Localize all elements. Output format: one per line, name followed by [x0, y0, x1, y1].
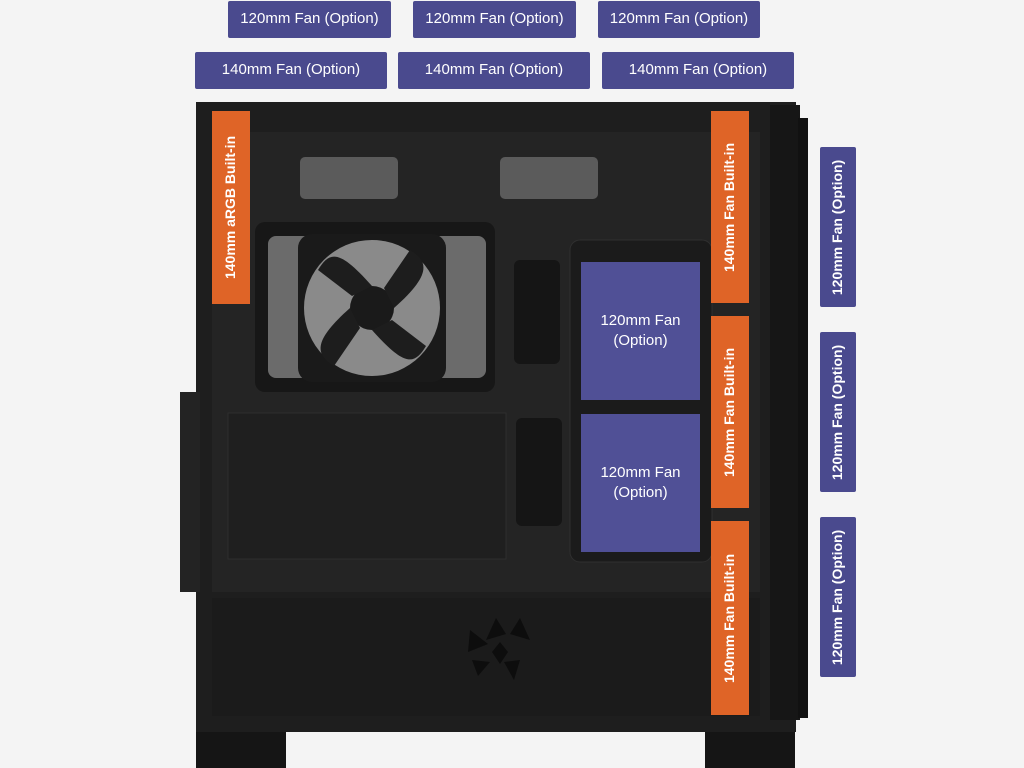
label-text: 140mm Fan Built-in: [721, 142, 738, 272]
label-text: 120mm Fan (Option): [829, 344, 846, 480]
case-foot-left: [196, 728, 286, 768]
top-140-fan-option-1: 140mm Fan (Option): [195, 52, 387, 89]
mid-120-fan-option-lower: 120mm Fan (Option): [581, 414, 700, 552]
case-rear-pci-brackets: [180, 392, 200, 592]
top-cutout-left: [300, 157, 398, 199]
label-text: 120mm Fan (Option): [829, 529, 846, 665]
top-120-fan-option-3: 120mm Fan (Option): [598, 1, 760, 38]
side-120-fan-option-1: 120mm Fan (Option): [820, 147, 856, 307]
cable-grommet-lower: [516, 418, 562, 526]
rear-fan-hub: [350, 286, 394, 330]
brand-logo: [468, 618, 530, 680]
side-120-fan-option-2: 120mm Fan (Option): [820, 332, 856, 492]
label-text: 140mm Fan (Option): [221, 61, 361, 79]
case-front-edge: [798, 118, 808, 718]
front-fan-built-in-1: 140mm Fan Built-in: [711, 111, 749, 303]
case-foot-right: [705, 728, 795, 768]
label-text: 120mm Fan (Option): [600, 311, 681, 349]
label-text: 140mm Fan Built-in: [721, 553, 738, 683]
top-cutout-right: [500, 157, 598, 199]
side-120-fan-option-3: 120mm Fan (Option): [820, 517, 856, 677]
front-fan-built-in-3: 140mm Fan Built-in: [711, 521, 749, 715]
label-text: 140mm aRGB Built-in: [222, 135, 239, 280]
label-text: 140mm Fan (Option): [424, 61, 564, 79]
top-120-fan-option-2: 120mm Fan (Option): [413, 1, 576, 38]
front-fan-built-in-2: 140mm Fan Built-in: [711, 316, 749, 508]
top-140-fan-option-2: 140mm Fan (Option): [398, 52, 590, 89]
label-text: 120mm Fan (Option): [609, 10, 749, 28]
label-text: 140mm Fan (Option): [628, 61, 768, 79]
cpu-cutout-area: [227, 412, 507, 560]
cable-grommet: [514, 260, 560, 364]
label-text: 120mm Fan (Option): [240, 10, 379, 28]
psu-shroud: [212, 598, 760, 716]
top-120-fan-option-1: 120mm Fan (Option): [228, 1, 391, 38]
label-text: 120mm Fan (Option): [425, 10, 564, 28]
case-front-panel: [770, 105, 800, 720]
rear-fan-blades: [318, 250, 426, 366]
mid-120-fan-option-upper: 120mm Fan (Option): [581, 262, 700, 400]
rear-argb-fan-label: 140mm aRGB Built-in: [212, 111, 250, 304]
label-text: 140mm Fan Built-in: [721, 347, 738, 477]
top-140-fan-option-3: 140mm Fan (Option): [602, 52, 794, 89]
label-text: 120mm Fan (Option): [600, 463, 681, 501]
label-text: 120mm Fan (Option): [829, 159, 846, 295]
